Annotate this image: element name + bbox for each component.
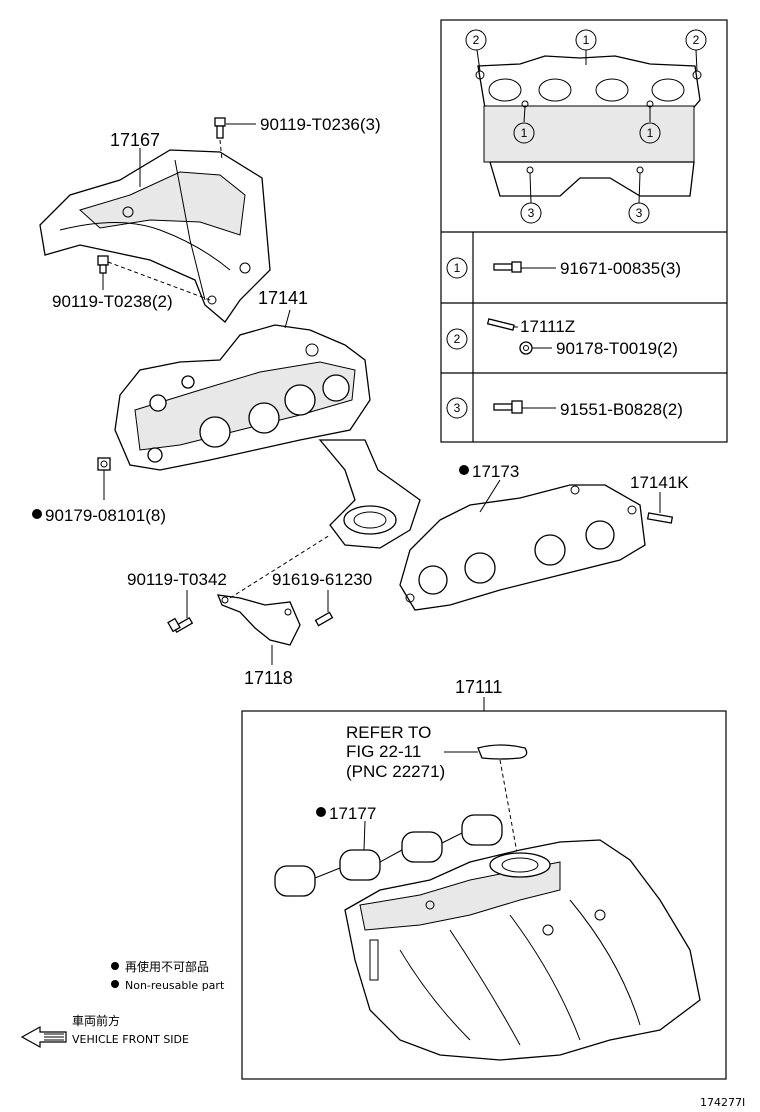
svg-text:2: 2 bbox=[693, 33, 700, 47]
label-17177: 17177 bbox=[329, 804, 376, 823]
refer-line-3: (PNC 22271) bbox=[346, 762, 445, 781]
label-17167: 17167 bbox=[110, 130, 160, 150]
nonreusable-dot-icon bbox=[459, 465, 469, 475]
label-17118: 17118 bbox=[244, 668, 293, 688]
label-17141K: 17141K bbox=[630, 473, 689, 492]
svg-text:車両前方: 車両前方 bbox=[72, 1013, 120, 1028]
svg-text:1: 1 bbox=[583, 33, 590, 47]
label-90179-08101: 90179-08101(8) bbox=[45, 506, 166, 525]
exhaust-manifold-17141 bbox=[114, 309, 421, 549]
part-17111Z: 17111Z bbox=[520, 317, 575, 336]
inset-row-2: 2 17111Z 90178-T0019(2) bbox=[446, 317, 678, 358]
label-17111: 17111 bbox=[455, 677, 502, 697]
refer-line-2: FIG 22-11 bbox=[346, 742, 421, 761]
intake-manifold-17111 bbox=[344, 839, 701, 1061]
label-91619-61230: 91619-61230 bbox=[272, 570, 372, 589]
intake-manifold-frame bbox=[241, 710, 727, 1080]
inset-callout-top-right: 2 bbox=[685, 29, 707, 51]
svg-text:Non-reusable part: Non-reusable part bbox=[125, 979, 225, 992]
bolt-91619-61230 bbox=[314, 590, 334, 627]
inset-callout-bottom-right: 3 bbox=[628, 202, 650, 224]
exhaust-manifold-gasket-17173 bbox=[399, 479, 646, 611]
stud-icon bbox=[486, 318, 515, 331]
svg-text:2: 2 bbox=[473, 33, 480, 47]
bolt-90119-T0238 bbox=[97, 255, 211, 301]
inset-row-1: 1 91671-00835(3) bbox=[446, 257, 681, 279]
svg-text:再使用不可部品: 再使用不可部品 bbox=[125, 959, 209, 974]
heat-insulator-17167 bbox=[39, 148, 271, 323]
svg-text:3: 3 bbox=[636, 206, 643, 220]
nut-icon bbox=[519, 341, 533, 355]
legend-front-side: 車両前方 VEHICLE FRONT SIDE bbox=[20, 1013, 189, 1049]
inset-callout-mid-right: 1 bbox=[639, 122, 661, 144]
inset-row-3: 3 91551-B0828(2) bbox=[446, 397, 683, 419]
svg-text:1: 1 bbox=[454, 261, 461, 275]
front-arrow-icon bbox=[20, 1025, 67, 1049]
part-90178-T0019: 90178-T0019(2) bbox=[556, 339, 678, 358]
svg-text:3: 3 bbox=[528, 206, 535, 220]
inset-callout-top-center: 1 bbox=[575, 29, 597, 51]
svg-text:1: 1 bbox=[521, 126, 528, 140]
part-91551-B0828: 91551-B0828(2) bbox=[560, 400, 683, 419]
svg-text:1: 1 bbox=[647, 126, 654, 140]
svg-text:3: 3 bbox=[454, 401, 461, 415]
label-17141: 17141 bbox=[258, 288, 308, 308]
label-90119-T0236: 90119-T0236(3) bbox=[260, 115, 381, 134]
throttle-gasket bbox=[477, 744, 528, 859]
label-17173: 17173 bbox=[472, 462, 519, 481]
intake-manifold-gasket-17177 bbox=[274, 814, 503, 897]
stud-17141K bbox=[646, 492, 674, 524]
inset-callout-bottom-left: 3 bbox=[520, 202, 542, 224]
label-90119-T0238: 90119-T0238(2) bbox=[52, 292, 173, 311]
svg-text:2: 2 bbox=[454, 332, 461, 346]
figure-id: 174277I bbox=[700, 1096, 745, 1109]
refer-line-1: REFER TO bbox=[346, 723, 431, 742]
inset-callout-mid-left: 1 bbox=[513, 122, 535, 144]
bolt-90119-T0236 bbox=[214, 117, 256, 161]
part-91671-00835: 91671-00835(3) bbox=[560, 259, 681, 278]
nonreusable-dot-icon bbox=[316, 807, 326, 817]
inset-panel: 2 1 2 1 1 3 3 1 bbox=[440, 19, 728, 443]
inset-callout-top-left: 2 bbox=[465, 29, 487, 51]
nonreusable-dot-icon bbox=[32, 509, 42, 519]
bolt-icon bbox=[493, 261, 522, 273]
manifold-stay-17118 bbox=[216, 534, 331, 665]
svg-text:VEHICLE FRONT SIDE: VEHICLE FRONT SIDE bbox=[72, 1033, 189, 1046]
bolt-90119-T0342 bbox=[167, 590, 194, 633]
label-90119-T0342: 90119-T0342 bbox=[127, 570, 227, 589]
nut-90179-08101 bbox=[97, 457, 111, 500]
bolt-flange-icon bbox=[493, 400, 523, 414]
legend-nonreusable: 再使用不可部品 Non-reusable part bbox=[111, 959, 225, 992]
inset-manifold-drawing bbox=[475, 49, 702, 204]
